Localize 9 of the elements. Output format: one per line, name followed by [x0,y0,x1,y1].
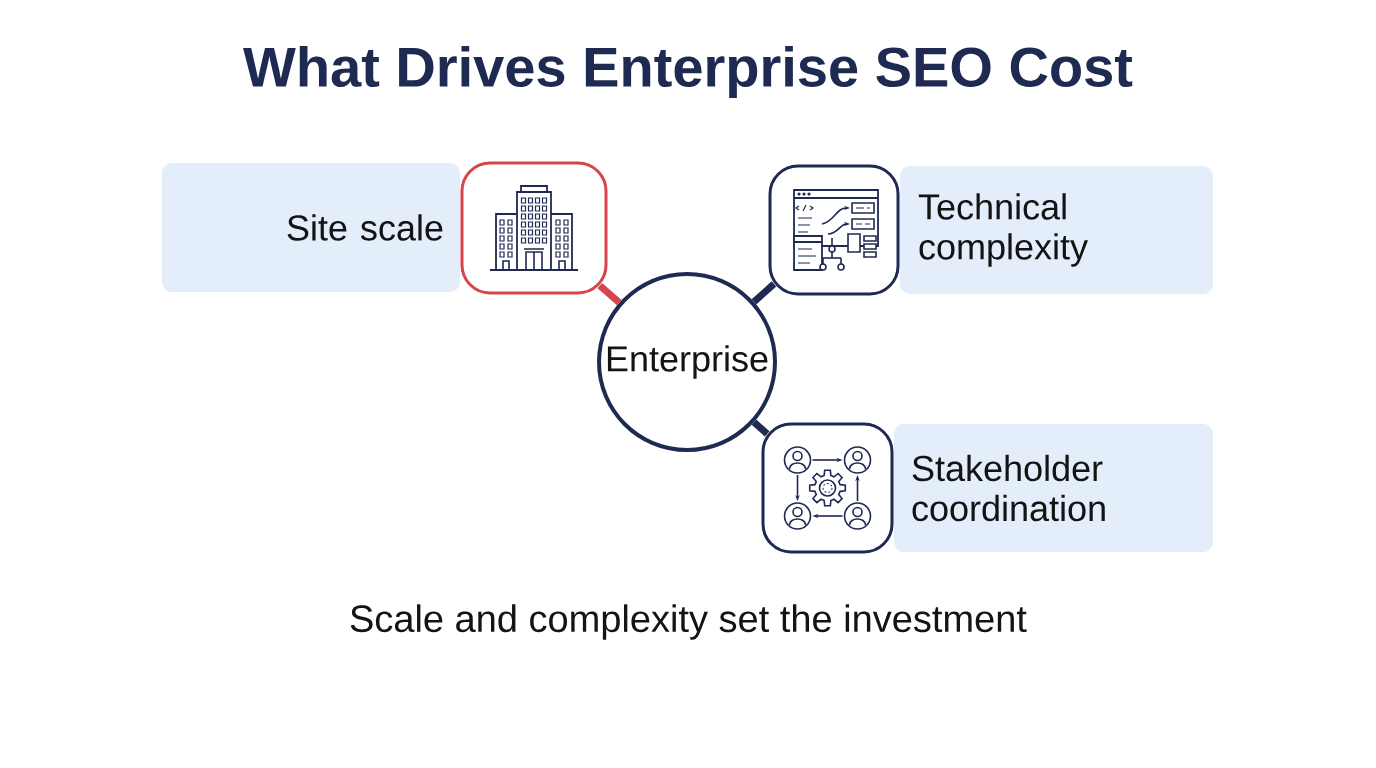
title: What Drives Enterprise SEO Cost [243,45,1133,99]
label-band: Stakeholder coordination [894,424,1213,552]
connector-line [751,419,770,437]
connector-line [597,282,622,306]
connector-line [751,281,777,305]
label-band: Technical complexity [900,166,1213,294]
icon-tile [761,422,894,554]
label-band: Site scale [162,163,460,292]
caption: Scale and complexity set the investment [350,604,1027,640]
